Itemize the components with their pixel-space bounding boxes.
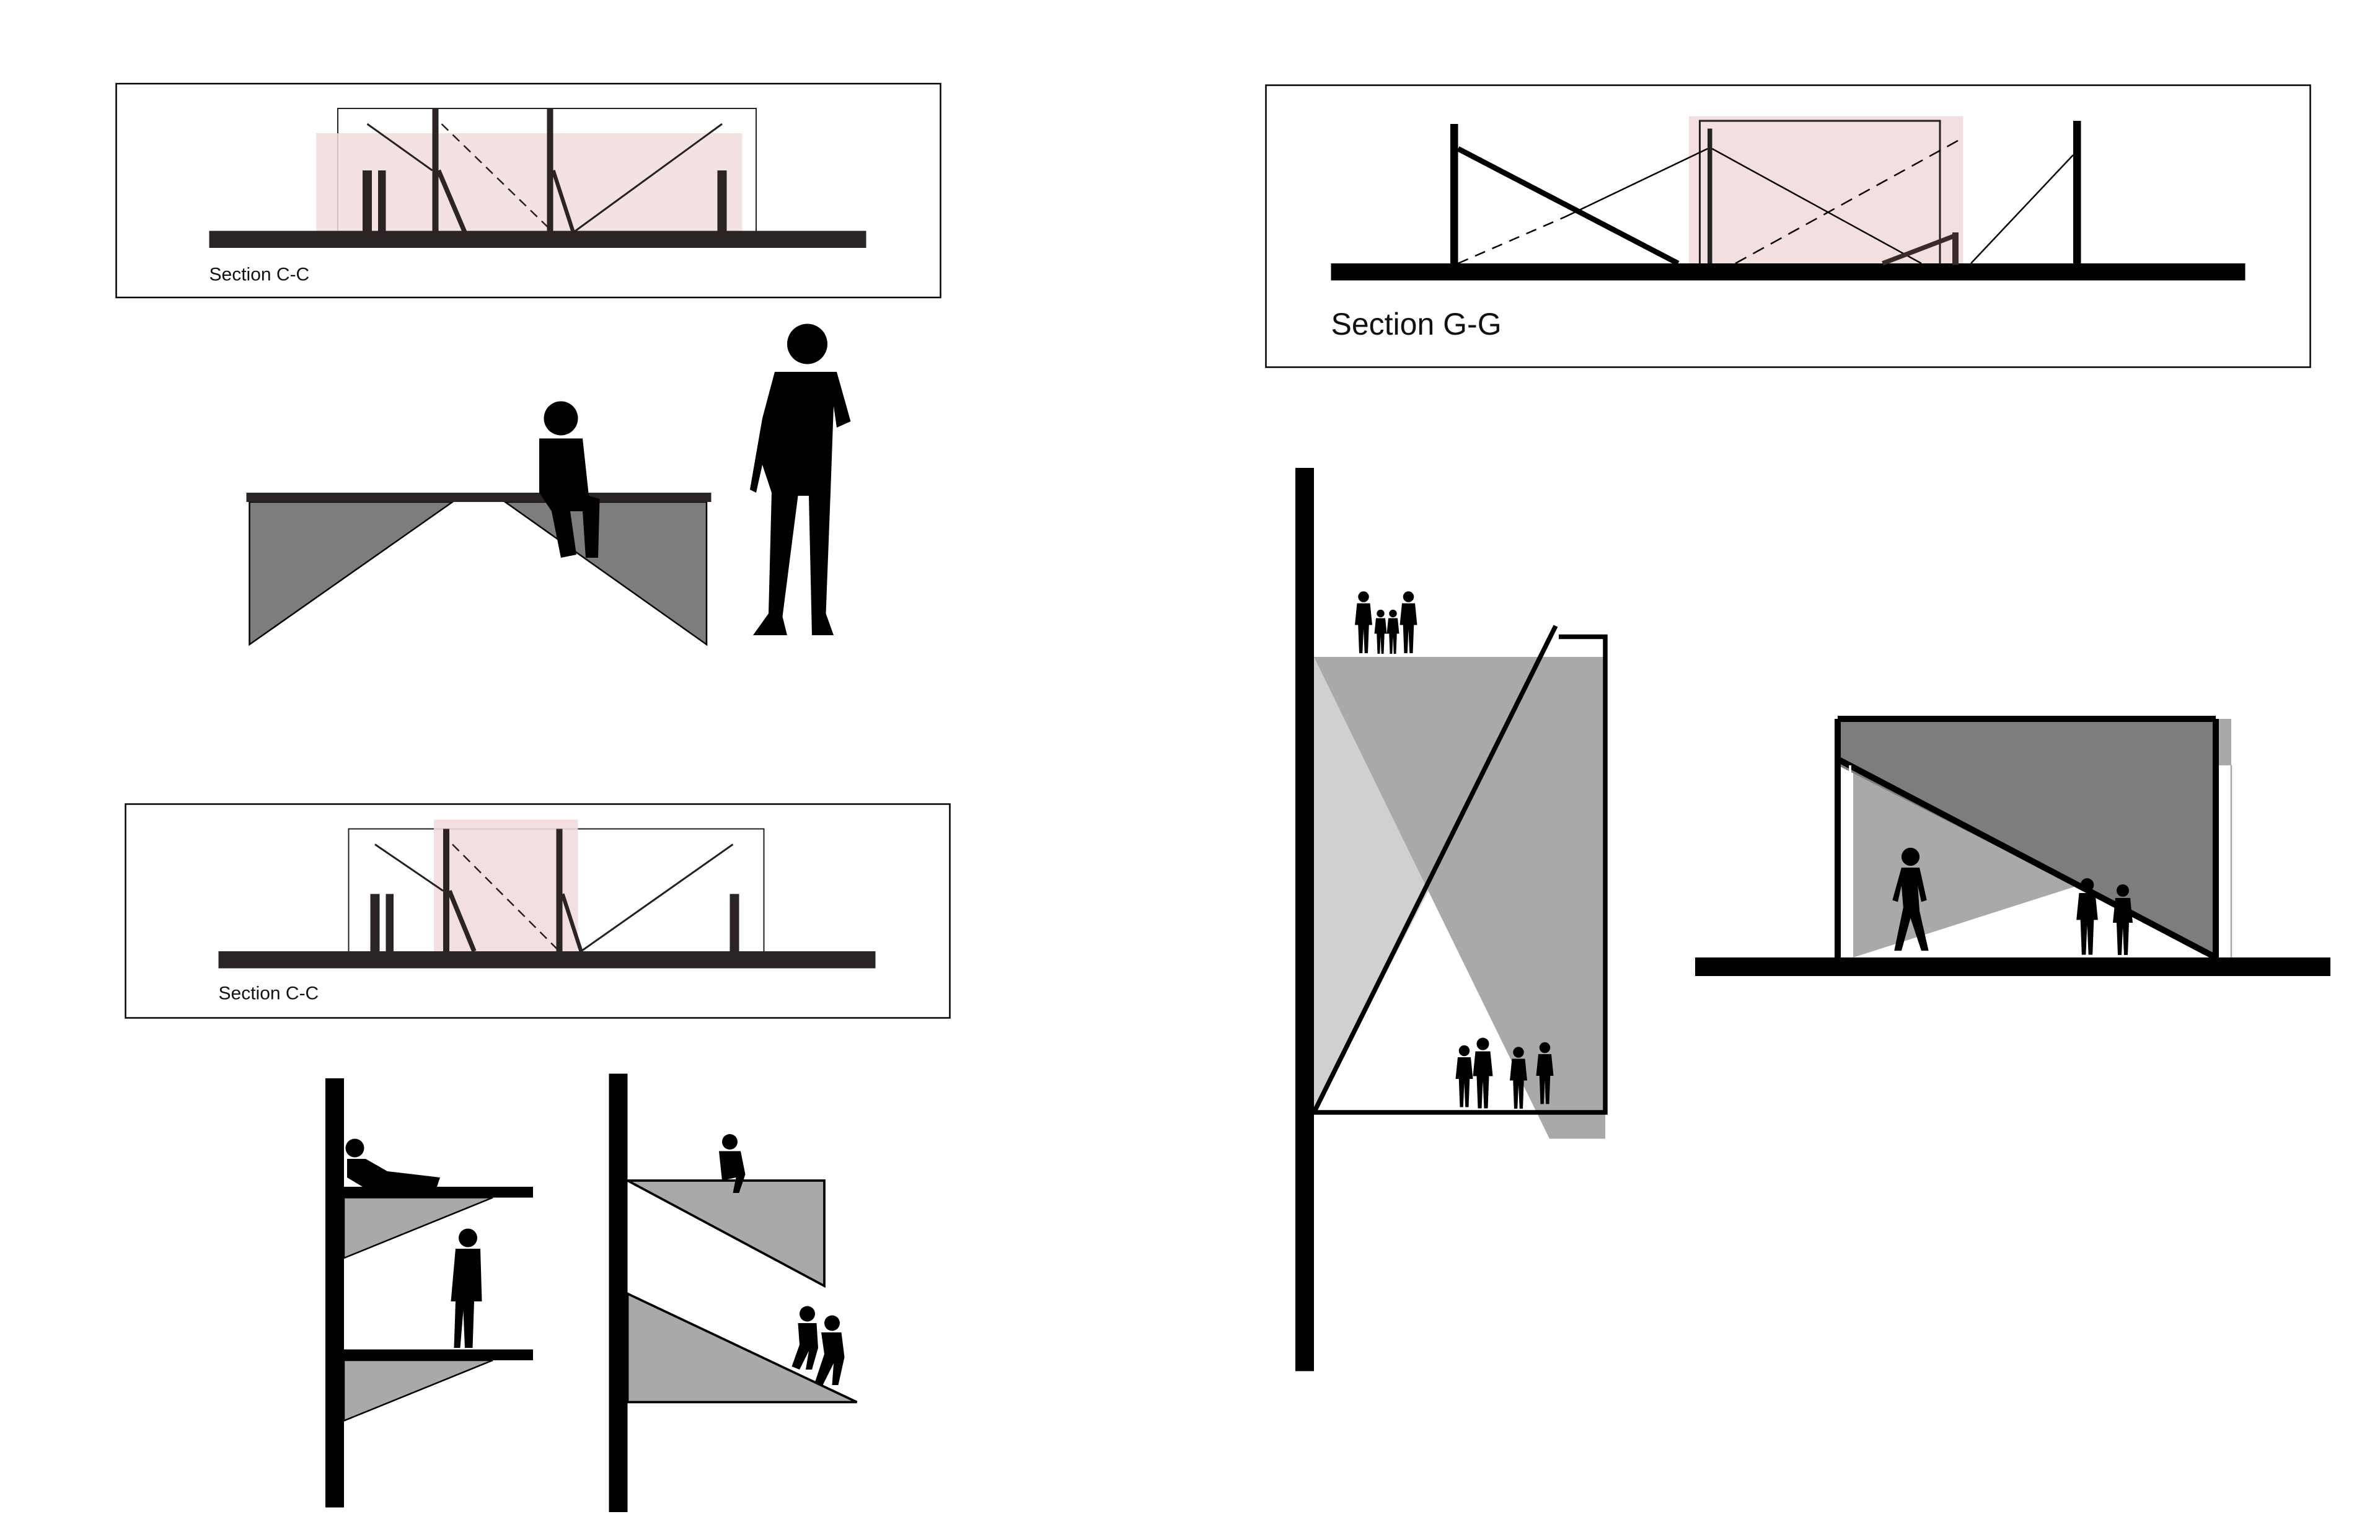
panel-frame [115, 82, 941, 299]
roof-wedge [1838, 719, 2216, 957]
wall [609, 1073, 628, 1512]
panel-frame [1265, 84, 2311, 368]
cable [1564, 147, 1708, 218]
post [729, 894, 739, 953]
wall [325, 1078, 344, 1508]
deck-slab [218, 951, 876, 969]
deck-slab [1331, 263, 2246, 281]
cable [1711, 147, 1922, 265]
section-cc-top-panel: Section C-C [115, 82, 941, 299]
shelf-wedge [343, 1359, 493, 1422]
strut [447, 890, 477, 953]
post [1952, 232, 1959, 265]
post [2073, 121, 2081, 263]
walking-people-silhouettes [791, 1306, 845, 1385]
section-cc-mid-panel: Section C-C [125, 803, 951, 1019]
cable [573, 123, 723, 234]
post [432, 108, 439, 232]
strut [1882, 233, 1957, 266]
sitting-person-silhouette [719, 1134, 746, 1193]
wall-detail-left [325, 1078, 533, 1508]
diagonal-beam [1836, 756, 2218, 961]
pink-highlight [316, 133, 743, 235]
cable [1970, 154, 2074, 264]
post [386, 894, 394, 953]
group-top-silhouettes [1355, 591, 1417, 654]
bench-wedge-left [249, 501, 455, 646]
shade-strip [2216, 719, 2231, 765]
post [1450, 124, 1458, 263]
shelf-slab [344, 1187, 533, 1198]
bench-top [246, 493, 712, 502]
pink-highlight [1689, 116, 1963, 265]
strut [436, 169, 467, 234]
adult-standing-silhouette [750, 323, 851, 635]
cantilever-wall-detail [1295, 468, 1608, 1371]
diagonal-strut [1311, 625, 1558, 1114]
post [1708, 128, 1712, 265]
section-label: Section C-C [219, 983, 319, 1004]
section-gg-panel: Section G-G [1265, 84, 2311, 368]
dashed-line [441, 123, 551, 230]
pink-highlight [434, 819, 578, 956]
strut [1457, 146, 1680, 266]
ramp-wedge [626, 1291, 858, 1404]
section-label: Section C-C [209, 265, 310, 285]
shelf-wedge [627, 1179, 826, 1288]
wall-detail-right [609, 1073, 858, 1512]
bench-detail [246, 323, 851, 646]
post [443, 829, 449, 953]
post [717, 170, 727, 232]
bench-wedge-right [503, 501, 708, 646]
cable [580, 843, 734, 953]
dashed-line [1458, 216, 1566, 265]
ground-slab [1695, 957, 2330, 976]
deck-slab [209, 231, 866, 248]
post [556, 829, 563, 953]
panel-frame [125, 803, 951, 1019]
post [547, 108, 553, 232]
reclining-person-silhouette [345, 1138, 440, 1187]
post [370, 894, 380, 953]
section-label: Section G-G [1331, 307, 1502, 341]
standing-person-silhouette [451, 1228, 482, 1348]
cable [374, 843, 444, 892]
dashed-line [1735, 138, 1961, 265]
strut [551, 170, 575, 233]
post [363, 170, 372, 232]
frame-outline [1314, 634, 1608, 1115]
cable [366, 123, 433, 172]
child-sitting-silhouette [539, 401, 600, 558]
dashed-line [452, 843, 558, 951]
shelf-slab [344, 1349, 533, 1360]
post [378, 170, 386, 232]
shelter-detail [1695, 716, 2330, 976]
tall-wall [1295, 468, 1314, 1371]
strut [560, 893, 583, 952]
